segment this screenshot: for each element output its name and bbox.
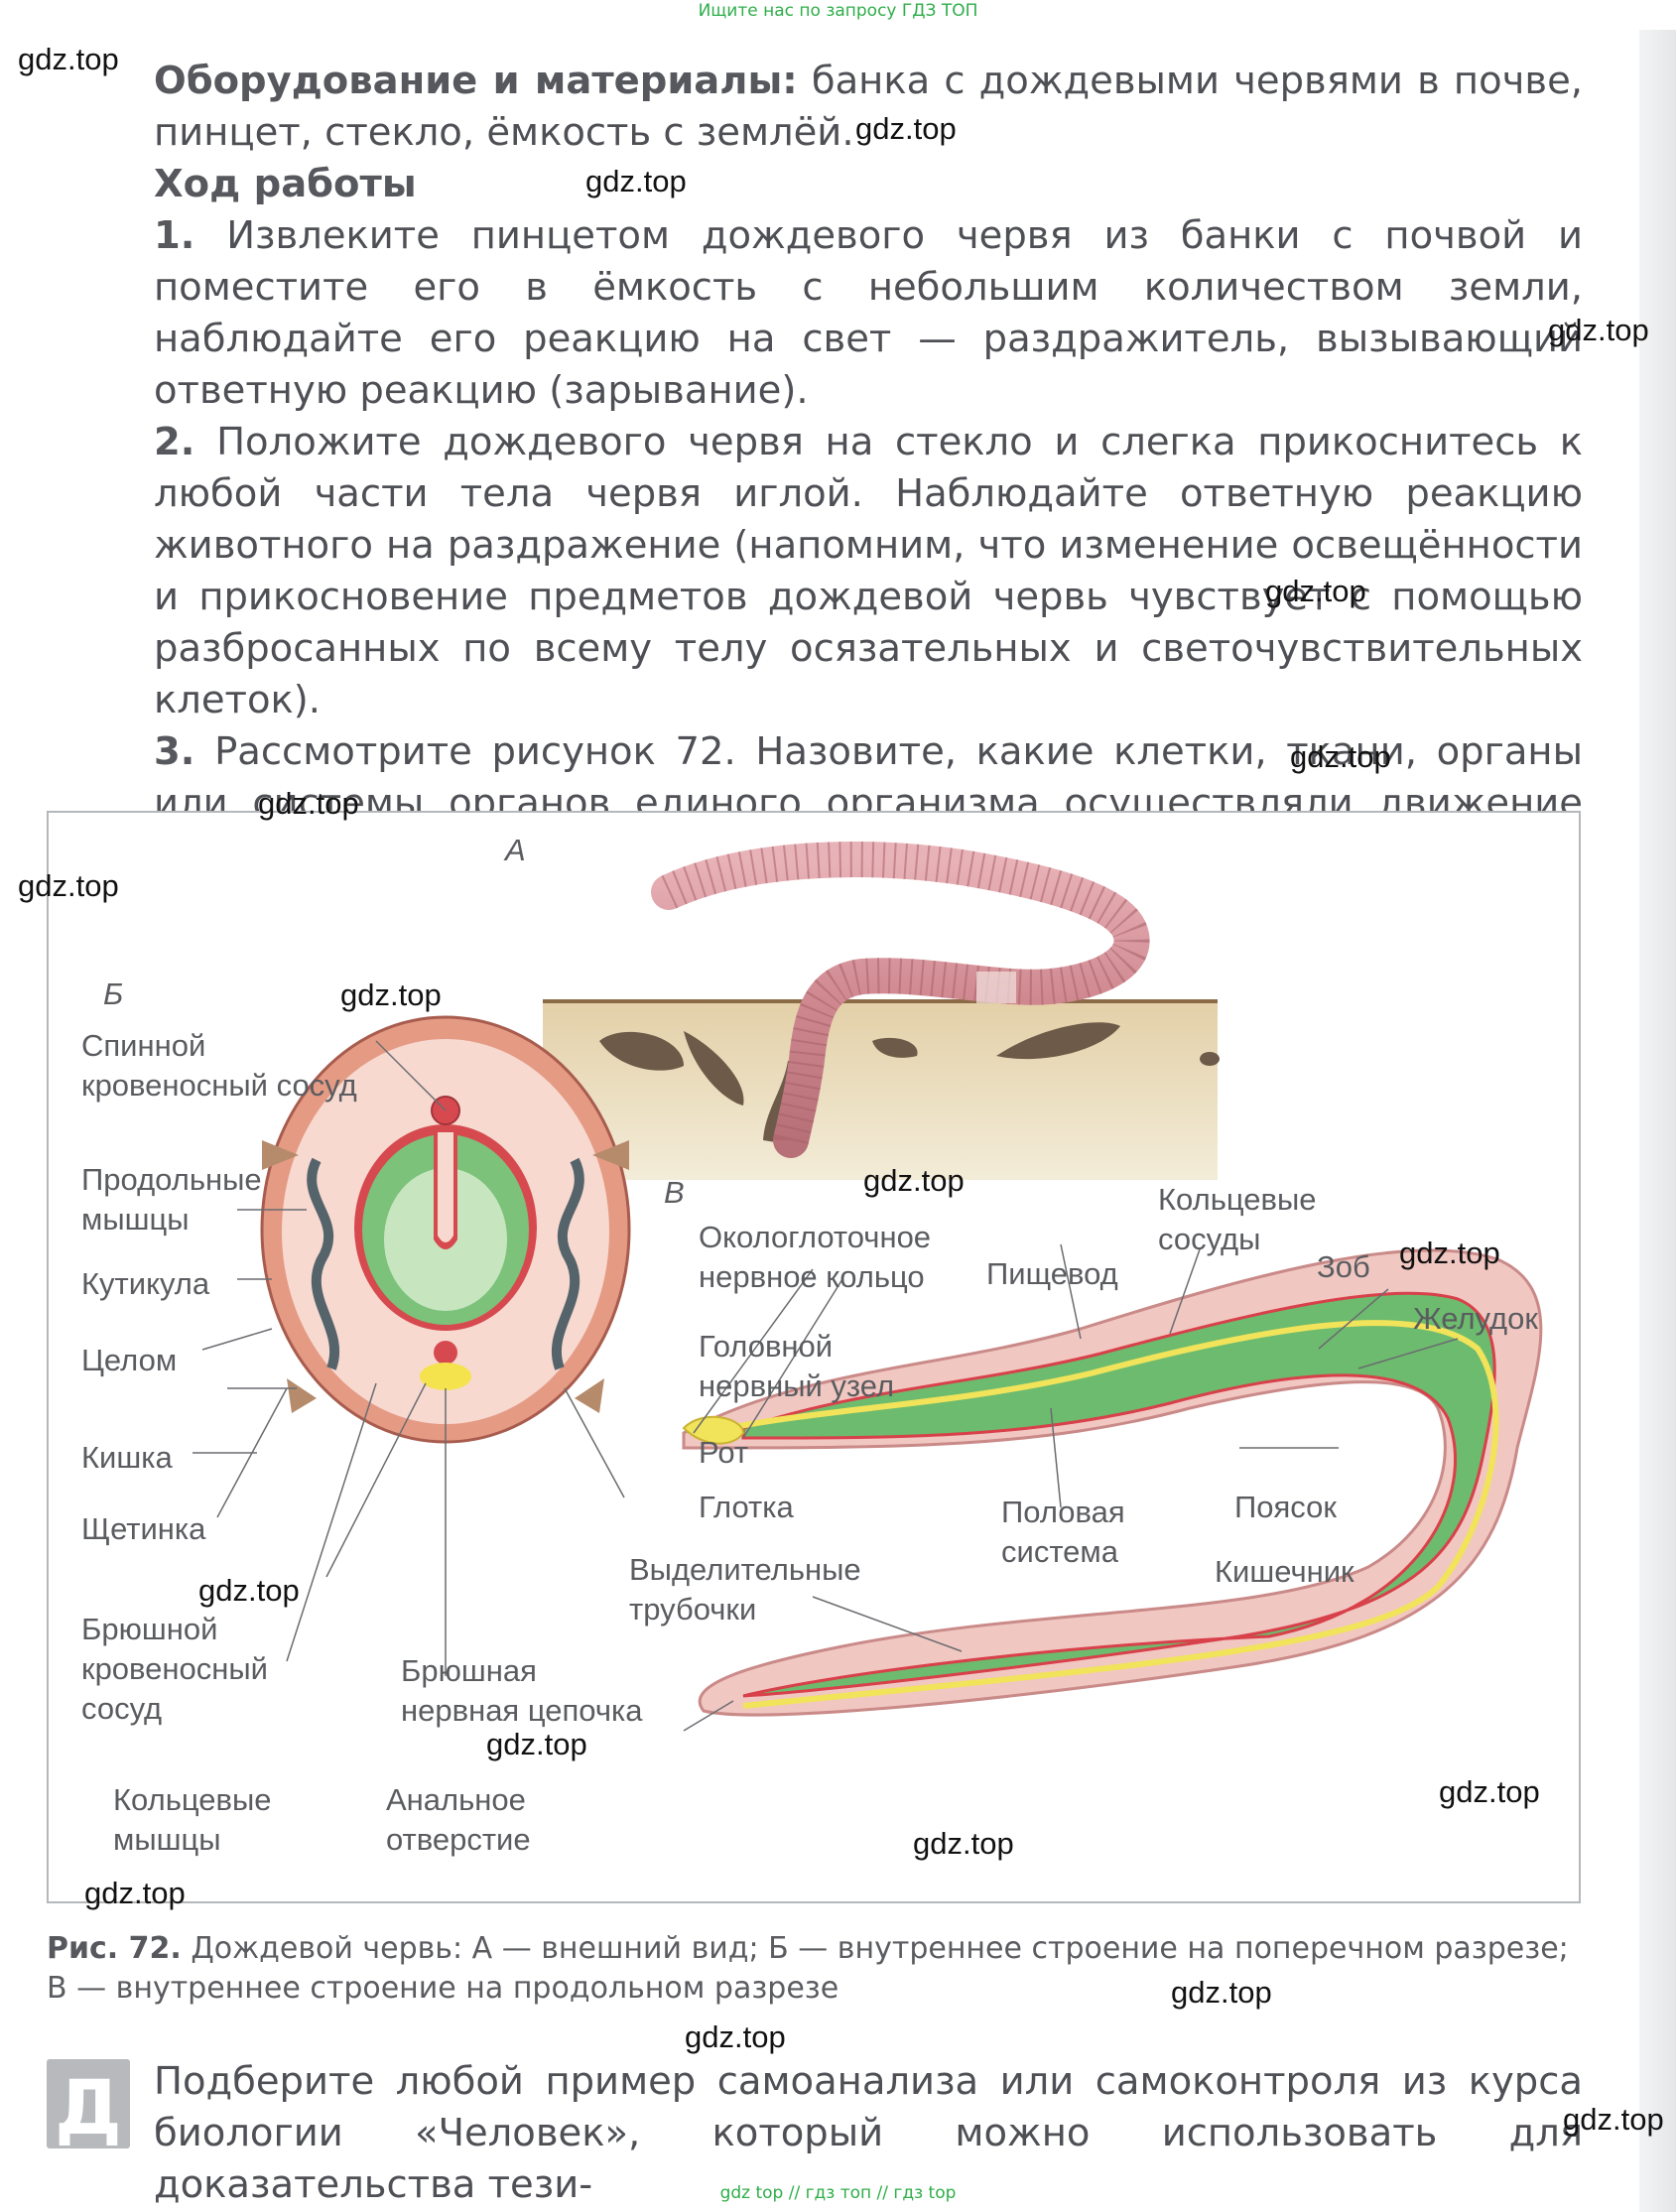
label-bristle: Щетинка (81, 1511, 206, 1546)
label-mouth: Рот (699, 1435, 749, 1470)
cross-section (260, 1015, 631, 1444)
watermark: gdz.top (258, 786, 359, 821)
watermark: gdz.top (1548, 313, 1649, 347)
longitudinal-section (682, 1248, 1543, 1717)
label-ganglion: Головной нервный узел (699, 1329, 895, 1403)
watermark: gdz.top (585, 164, 687, 198)
watermark: gdz.top (18, 868, 119, 903)
label-stomach: Желудок (1413, 1301, 1538, 1336)
figure-72: А Б В Спинной кровеносный сосуд Продольн… (47, 811, 1581, 1903)
watermark: gdz.top (18, 42, 119, 76)
label-gut: Кишечник (1215, 1554, 1354, 1589)
label-coelom: Целом (81, 1343, 178, 1377)
watermark: gdz.top (1439, 1774, 1540, 1809)
label-ventral-vessel: Брюшной кровеносный сосуд (81, 1612, 268, 1726)
equipment-text: банка с дождевыми червями в почве, пинце… (154, 59, 1583, 155)
task-d-text: Подберите любой пример самоанализа или с… (154, 2059, 1583, 2207)
step-1: 1. Извлеките пинцетом дождевого червя из… (154, 213, 1583, 413)
procedure-title: Ход работы (154, 162, 417, 206)
label-excretory: Выделительные трубочки (629, 1552, 861, 1626)
top-banner[interactable]: Ищите нас по запросу ГДЗ ТОП (698, 1, 978, 21)
figure-letter-a: А (505, 833, 526, 867)
page-edge-shadow (1639, 30, 1676, 2212)
task-d-icon: Д (47, 2059, 130, 2151)
figure-letter-v: В (664, 1175, 685, 1210)
step-2: 2. Положите дождевого червя на стекло и … (154, 420, 1583, 722)
label-dorsal-vessel: Спинной кровеносный сосуд (81, 1028, 357, 1103)
label-ring-muscles: Кольцевые мышцы (113, 1782, 272, 1857)
worm-illustration (193, 842, 1543, 1732)
leader-lines (193, 1040, 1459, 1732)
watermark: gdz.top (340, 977, 442, 1012)
watermark: gdz.top (1563, 2102, 1664, 2137)
caption-label: Рис. 72. (47, 1931, 182, 1966)
watermark: gdz.top (1171, 1975, 1272, 2010)
equipment-paragraph: Оборудование и материалы: банка с дождев… (154, 56, 1583, 159)
footer-links[interactable]: gdz top // гдз топ // гдз top (719, 2183, 957, 2203)
watermark: gdz.top (913, 1826, 1014, 1861)
label-long-muscles: Продольные мышцы (81, 1162, 262, 1236)
procedure-section: Ход работы 1. Извлеките пинцетом дождево… (154, 159, 1583, 881)
label-crop: Зоб (1317, 1249, 1370, 1284)
watermark: gdz.top (855, 111, 957, 146)
label-pharynx: Глотка (699, 1490, 794, 1524)
watermark: gdz.top (1265, 574, 1366, 608)
label-cuticle: Кутикула (81, 1266, 210, 1301)
watermark: gdz.top (863, 1163, 965, 1198)
figure-caption: Рис. 72. Дождевой червь: А — внешний вид… (47, 1929, 1595, 2009)
equipment-heading: Оборудование и материалы: (154, 59, 798, 103)
label-reproductive: Половая система (1001, 1495, 1125, 1569)
label-nerve-ring: Окологлоточное нервное кольцо (699, 1220, 932, 1294)
external-view (543, 842, 1220, 1180)
watermark: gdz.top (198, 1573, 300, 1608)
figure-letter-b: Б (103, 976, 124, 1011)
label-intestine: Кишка (81, 1440, 173, 1475)
watermark: gdz.top (84, 1876, 186, 1910)
watermark: gdz.top (486, 1727, 587, 1761)
watermark: gdz.top (1399, 1236, 1500, 1270)
label-anus: Анальное отверстие (386, 1782, 531, 1857)
label-nerve-chain: Брюшная нервная цепочка (401, 1653, 643, 1728)
caption-text: Дождевой червь: А — внешний вид; Б — вну… (47, 1931, 1569, 2006)
label-esophagus: Пищевод (986, 1256, 1118, 1291)
label-ring-vessels: Кольцевые сосуды (1158, 1182, 1317, 1256)
watermark: gdz.top (1290, 739, 1391, 774)
watermark: gdz.top (685, 2019, 786, 2054)
label-clitellum: Поясок (1234, 1490, 1337, 1524)
